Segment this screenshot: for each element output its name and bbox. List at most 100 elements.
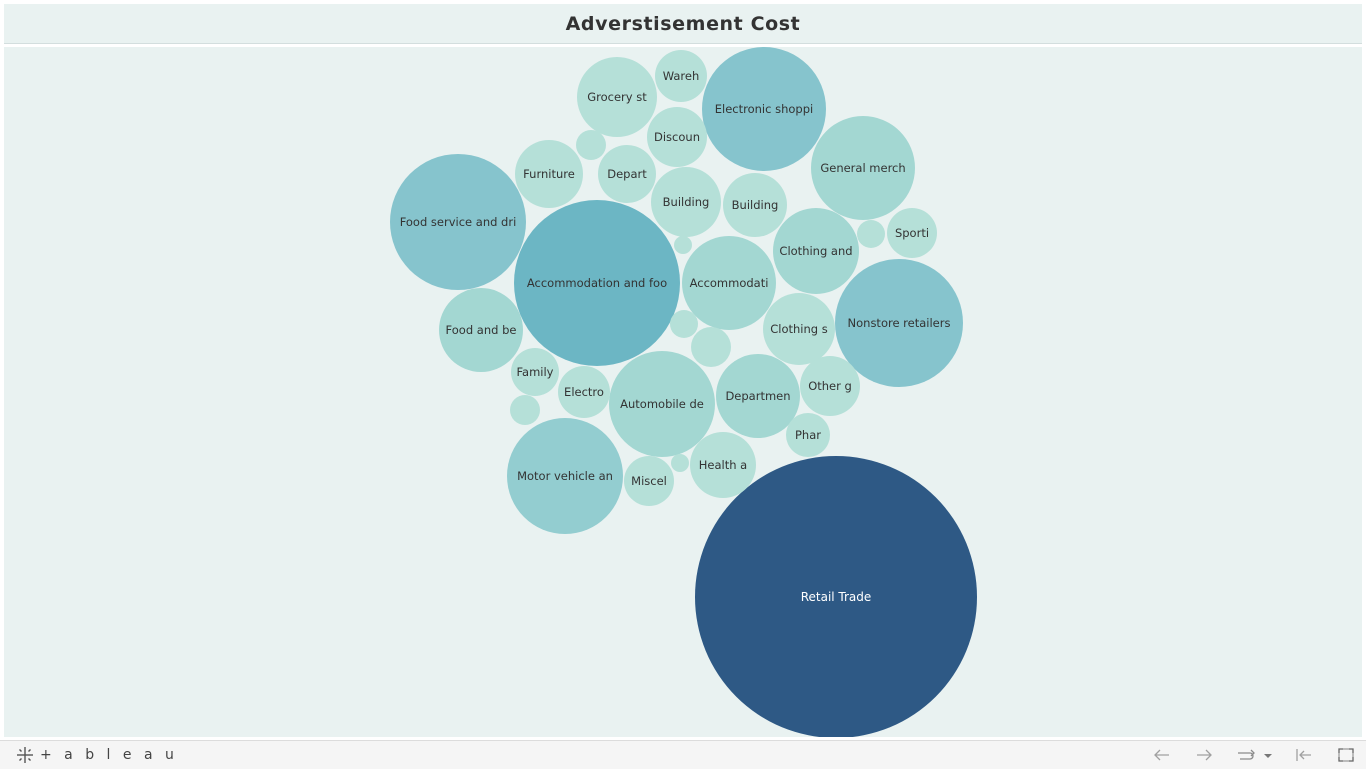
bubble-circle[interactable] (624, 456, 674, 506)
bubble-circle[interactable] (690, 432, 756, 498)
bubble-circle[interactable] (702, 47, 826, 171)
bubble-circle[interactable] (695, 456, 977, 737)
bubble-circle[interactable] (786, 413, 830, 457)
bubble-label: Depart (607, 167, 647, 181)
revert-icon[interactable] (1236, 745, 1272, 765)
title-bar: Adverstisement Cost (4, 4, 1362, 44)
bubble-circle[interactable] (651, 167, 721, 237)
bubble-mark[interactable]: Food and be (439, 288, 523, 372)
bubble-mark[interactable]: Family (511, 348, 559, 396)
bubble-mark[interactable]: Miscel (624, 456, 674, 506)
bubble-label: Retail Trade (801, 590, 872, 604)
bubble-mark[interactable]: Furniture (515, 140, 583, 208)
redo-icon[interactable] (1194, 745, 1214, 765)
bubble-mark[interactable]: Nonstore retailers (835, 259, 963, 387)
bubble-mark[interactable] (674, 236, 692, 254)
bubble-mark[interactable]: Accommodation and foo (514, 200, 680, 366)
bubble-mark[interactable]: Phar (786, 413, 830, 457)
toolbar (1152, 745, 1356, 765)
bubble-circle[interactable] (835, 259, 963, 387)
bubble-mark[interactable]: Clothing s (763, 293, 835, 365)
bubble-circle[interactable] (887, 208, 937, 258)
bubble-mark[interactable]: Wareh (655, 50, 707, 102)
bubble-circle[interactable] (670, 310, 698, 338)
bubble-mark[interactable]: Electro (558, 366, 610, 418)
bubble-circle[interactable] (800, 356, 860, 416)
bubble-label: Other g (808, 379, 852, 393)
bubble-label: Wareh (663, 69, 700, 83)
bubble-mark[interactable]: General merch (811, 116, 915, 220)
bubble-circle[interactable] (510, 395, 540, 425)
undo-icon[interactable] (1152, 745, 1172, 765)
bubble-mark[interactable] (857, 220, 885, 248)
bubble-circle[interactable] (763, 293, 835, 365)
bubble-label: Sporti (895, 226, 929, 240)
bubble-mark[interactable]: Clothing and (773, 208, 859, 294)
bubble-label: Electro (564, 385, 604, 399)
tableau-logo[interactable]: + a b l e a u (16, 746, 178, 764)
bubble-mark[interactable] (671, 454, 689, 472)
bubble-label: Accommodation and foo (527, 276, 667, 290)
dropdown-icon (1264, 754, 1272, 758)
bubble-circle[interactable] (716, 354, 800, 438)
bubble-label: Grocery st (587, 90, 647, 104)
bubble-mark[interactable] (691, 327, 731, 367)
bubble-mark[interactable]: Electronic shoppi (702, 47, 826, 171)
bubble-mark[interactable] (510, 395, 540, 425)
bubble-mark[interactable]: Grocery st (577, 57, 657, 137)
bubble-mark[interactable]: Building (651, 167, 721, 237)
bubble-circle[interactable] (674, 236, 692, 254)
tableau-wordmark: + a b l e a u (40, 747, 178, 763)
bubble-label: Miscel (631, 474, 667, 488)
bubble-label: Departmen (725, 389, 790, 403)
bubble-circle[interactable] (655, 50, 707, 102)
bubble-mark[interactable] (576, 130, 606, 160)
bubble-circle[interactable] (390, 154, 526, 290)
bubble-circle[interactable] (682, 236, 776, 330)
bubble-mark[interactable]: Discoun (647, 107, 707, 167)
bubble-mark[interactable]: Health a (690, 432, 756, 498)
bubble-circle[interactable] (723, 173, 787, 237)
bubble-mark[interactable]: Retail Trade (695, 456, 977, 737)
bubble-label: Clothing s (770, 322, 828, 336)
bubble-label: Phar (795, 428, 821, 442)
bubble-circle[interactable] (598, 145, 656, 203)
bubble-circle[interactable] (857, 220, 885, 248)
bubble-mark[interactable]: Depart (598, 145, 656, 203)
bubble-mark[interactable]: Motor vehicle an (507, 418, 623, 534)
bubble-circle[interactable] (507, 418, 623, 534)
bubble-label: Building (663, 195, 710, 209)
bubble-circle[interactable] (691, 327, 731, 367)
bubble-label: Clothing and (779, 244, 852, 258)
bubble-mark[interactable]: Accommodati (682, 236, 776, 330)
bubble-circle[interactable] (439, 288, 523, 372)
bubble-mark[interactable]: Other g (800, 356, 860, 416)
bubble-label: Motor vehicle an (517, 469, 613, 483)
bubble-circle[interactable] (577, 57, 657, 137)
bubble-circle[interactable] (558, 366, 610, 418)
chart-title: Adverstisement Cost (565, 12, 801, 35)
bubble-label: Automobile de (620, 397, 704, 411)
bubble-label: Food and be (446, 323, 517, 337)
bubble-mark[interactable]: Departmen (716, 354, 800, 438)
bubble-circle[interactable] (576, 130, 606, 160)
reset-icon[interactable] (1294, 745, 1314, 765)
bubble-circle[interactable] (511, 348, 559, 396)
bubble-mark[interactable]: Automobile de (609, 351, 715, 457)
bubble-mark[interactable] (670, 310, 698, 338)
bubble-circle[interactable] (514, 200, 680, 366)
bubble-mark[interactable]: Building (723, 173, 787, 237)
bubble-chart: Retail Trade Accommodation and foo Food se… (390, 47, 977, 737)
bubble-circle[interactable] (647, 107, 707, 167)
tableau-cross-icon (17, 747, 33, 763)
fullscreen-icon[interactable] (1336, 745, 1356, 765)
bubble-circle[interactable] (671, 454, 689, 472)
bubble-circle[interactable] (515, 140, 583, 208)
bubble-circle[interactable] (609, 351, 715, 457)
bubble-mark[interactable]: Food service and dri (390, 154, 526, 290)
footer-toolbar: + a b l e a u (0, 740, 1366, 769)
bubble-mark[interactable]: Sporti (887, 208, 937, 258)
bubble-circle[interactable] (811, 116, 915, 220)
bubble-circle[interactable] (773, 208, 859, 294)
bubble-label: Food service and dri (400, 215, 517, 229)
